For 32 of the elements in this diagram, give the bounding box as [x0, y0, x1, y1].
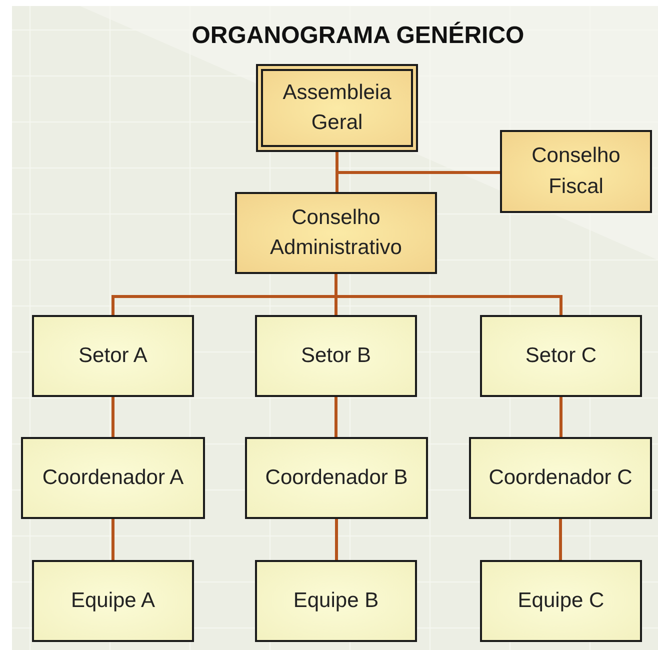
- org-unit-box: [255, 560, 417, 642]
- org-unit-box: [235, 192, 437, 274]
- connector-line: [334, 274, 562, 315]
- org-unit-box: [500, 130, 652, 213]
- connector-line: [335, 519, 338, 560]
- connector-line: [560, 397, 562, 437]
- org-unit-box: [480, 560, 642, 642]
- unit-name: Conselho Administrativo: [269, 204, 403, 261]
- unit-name: Setor B: [300, 342, 372, 369]
- unit-name: Equipe C: [516, 588, 606, 614]
- unit-name: Assembleia Geral: [282, 80, 392, 136]
- unit-name: Setor C: [524, 342, 598, 369]
- org-unit-box: [255, 315, 417, 397]
- unit-name: Equipe B: [292, 588, 380, 614]
- unit-name: Conselho Fiscal: [530, 143, 622, 200]
- title: ORGANOGRAMA GENÉRICO: [190, 22, 526, 50]
- connector-line: [112, 519, 114, 560]
- org-unit-box: [256, 64, 418, 152]
- org-unit-box: [480, 315, 642, 397]
- org-unit-box: [245, 437, 428, 519]
- org-unit-box: [469, 437, 652, 519]
- org-unit-box: [21, 437, 205, 519]
- unit-name: Setor A: [78, 342, 148, 369]
- connector-line: [112, 397, 114, 437]
- unit-name: Coordenador B: [264, 464, 409, 491]
- connector-line: [334, 397, 338, 437]
- connector-line: [559, 519, 562, 560]
- org-unit-box: [32, 315, 194, 397]
- org-unit-box: [32, 560, 194, 642]
- unit-name: Coordenador A: [41, 464, 185, 491]
- unit-name: Equipe A: [70, 588, 156, 614]
- unit-name: Coordenador C: [488, 464, 634, 491]
